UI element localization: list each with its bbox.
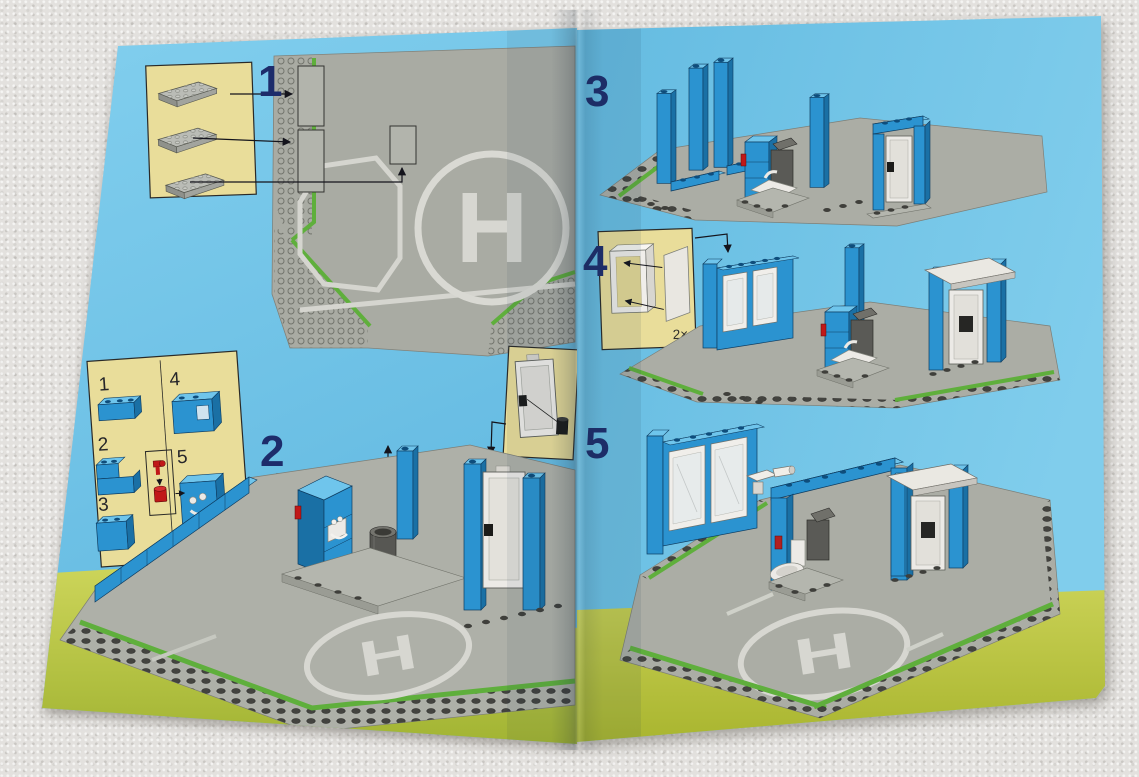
blue-brick-part xyxy=(96,456,141,495)
step3-assembly xyxy=(600,58,1047,226)
door-frame-with-door xyxy=(867,116,931,218)
blue-door-post xyxy=(523,473,545,610)
red-cylinder-part xyxy=(154,486,167,502)
red-faucet-part xyxy=(153,460,166,475)
helipad-letter-step1: H xyxy=(456,172,528,284)
step4-number: 4 xyxy=(583,237,608,286)
green-stripe xyxy=(629,368,703,394)
red-piece xyxy=(775,536,782,549)
door-with-awning xyxy=(925,258,1015,376)
white-door xyxy=(483,466,525,588)
red-piece xyxy=(295,506,301,519)
step4-window-callout-box: 2× xyxy=(598,228,696,349)
green-stripe xyxy=(80,622,575,708)
step2-assembly: H xyxy=(60,445,575,732)
step4-arrow xyxy=(695,234,728,252)
blue-column xyxy=(810,94,829,188)
blue-column xyxy=(657,90,676,184)
toilet-and-motor-assembly xyxy=(769,508,843,601)
studded-border xyxy=(620,368,703,402)
right-page-artwork: 3 2× xyxy=(577,14,1107,744)
page-number-left: 6 xyxy=(82,715,89,729)
gray-plate-part xyxy=(166,173,225,199)
helipad-letter-step2: H xyxy=(355,624,421,688)
gray-plate-part xyxy=(158,81,217,107)
door-handle xyxy=(518,395,527,407)
substep-1-label: 1 xyxy=(98,374,110,396)
helipad-letter-step5: H xyxy=(790,621,857,686)
page-right: 3 2× xyxy=(577,14,1107,744)
helipad-circle-step1 xyxy=(418,154,566,302)
loose-stud-row xyxy=(633,198,863,212)
loose-stud-row xyxy=(464,604,562,628)
step2-door-callout-box xyxy=(503,346,577,460)
door-handle xyxy=(484,524,493,536)
substep-5-label: 5 xyxy=(176,447,188,469)
step3-number: 3 xyxy=(585,67,609,116)
window-pane-part xyxy=(664,247,691,322)
substep-2-label: 2 xyxy=(97,434,109,456)
blue-column xyxy=(397,446,418,539)
bathroom-wall-with-sink xyxy=(295,476,352,574)
wall-with-two-windows xyxy=(703,256,799,350)
road-octagon-marking xyxy=(300,158,400,290)
step2-number: 2 xyxy=(260,427,284,476)
substep-3-label: 3 xyxy=(97,494,109,516)
red-parts-subbox xyxy=(145,450,175,516)
blue-brick-part xyxy=(172,391,223,433)
low-brick-row xyxy=(671,171,725,191)
step1-arrow xyxy=(193,138,290,142)
loose-stud-row xyxy=(723,392,763,404)
blue-brick-part xyxy=(98,396,142,421)
placement-outline xyxy=(298,130,324,192)
step4-group: 2× xyxy=(598,228,1060,408)
road-line-marking xyxy=(152,636,216,660)
placement-outline xyxy=(298,66,324,126)
door-with-awning xyxy=(887,464,977,582)
helipad-marking-step2: H xyxy=(300,602,475,709)
blue-column xyxy=(689,64,708,170)
step1-baseplate-topdown: H xyxy=(272,46,575,356)
white-window-frame-part xyxy=(610,244,656,313)
spine-curvature-shading xyxy=(577,14,641,744)
black-handle-part xyxy=(556,417,568,435)
placement-outline xyxy=(390,126,416,164)
blue-column xyxy=(714,58,733,167)
page-left: H 1 xyxy=(36,26,577,744)
substep-4-label: 4 xyxy=(169,369,181,391)
door-callout-arrow xyxy=(491,422,506,454)
step5-number: 5 xyxy=(585,419,609,468)
blue-brick-part xyxy=(96,515,135,551)
studded-border xyxy=(60,622,575,732)
step5-assembly: H xyxy=(620,424,1060,718)
step1-number: 1 xyxy=(258,57,282,106)
back-wall-row xyxy=(95,477,257,602)
white-door-part xyxy=(515,353,559,437)
page-number-right: 7 xyxy=(1092,701,1099,715)
spine-curvature-shading xyxy=(507,26,577,744)
road-line-marking xyxy=(727,594,773,614)
step1-arrow xyxy=(190,168,402,182)
helipad-marking-step5: H xyxy=(734,599,913,708)
wall-with-two-windows-large xyxy=(647,424,764,554)
white-camera-piece xyxy=(747,466,795,494)
step1-parts-callout-box xyxy=(146,62,257,200)
left-page-artwork: H 1 xyxy=(36,26,577,744)
